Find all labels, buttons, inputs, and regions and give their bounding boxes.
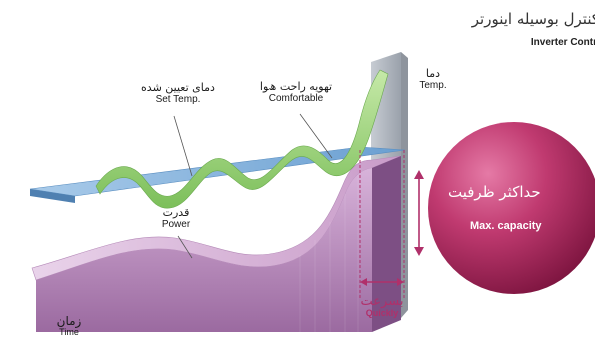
power-curve-right [372,156,401,332]
temp-label: دﻣﺎ Temp. [408,67,458,92]
power-label: ﻗﺪرت Power [148,206,204,231]
power-grid-lines [299,175,359,332]
capacity-arrow [414,170,424,256]
power-label-en: Power [161,219,191,231]
max-capacity-label-fa: ﺣﺪاﻛﺜﺮ ﻇﺮﻓﯿﺖ [448,183,541,201]
max-capacity-bubble [428,122,595,294]
temp-label-en: Temp. [419,80,447,92]
set-temp-label-en: Set Temp. [155,94,201,106]
time-label: زﻣﺎن Time [44,314,94,338]
leader-lines [173,113,333,259]
quickly-label-fa: ﺑﺴﺮﻋﺖ [360,294,404,309]
comfortable-label: ﺗﻬﻮﯾﻪ راﺣﺖ ھﻮا Comfortable [251,80,341,105]
comfortable-label-en: Comfortable [268,93,324,105]
time-label-en: Time [59,327,79,338]
quickly-arrow [360,278,404,286]
quickly-guides [359,150,405,300]
time-label-fa: زﻣﺎن [56,314,82,328]
title-farsi: ﻛﻨﺘﺮل ﺑﻮﺳﯿﻠﻪ اﯾﻨﻮرﺗﺮ [471,10,595,28]
set-temp-band-edge [30,189,75,203]
title-english: Inverter Contr [530,37,595,48]
temp-label-fa: دﻣﺎ [425,67,441,80]
set-temp-label-fa: دﻣﺎی ﺗﻌﯿﯿﻦ ﺷﺪه [141,81,215,94]
set-temp-label: دﻣﺎی ﺗﻌﯿﯿﻦ ﺷﺪه Set Temp. [128,81,228,106]
quickly-label-en: Quickly [365,308,399,319]
power-label-fa: ﻗﺪرت [162,206,190,219]
comfortable-label-fa: ﺗﻬﻮﯾﻪ راﺣﺖ ھﻮا [259,80,333,93]
power-curve-front [36,168,372,332]
quickly-label: ﺑﺴﺮﻋﺖ Quickly [354,294,410,319]
max-capacity-label-en: Max. capacity [470,220,542,232]
comfortable-wave [95,69,389,209]
